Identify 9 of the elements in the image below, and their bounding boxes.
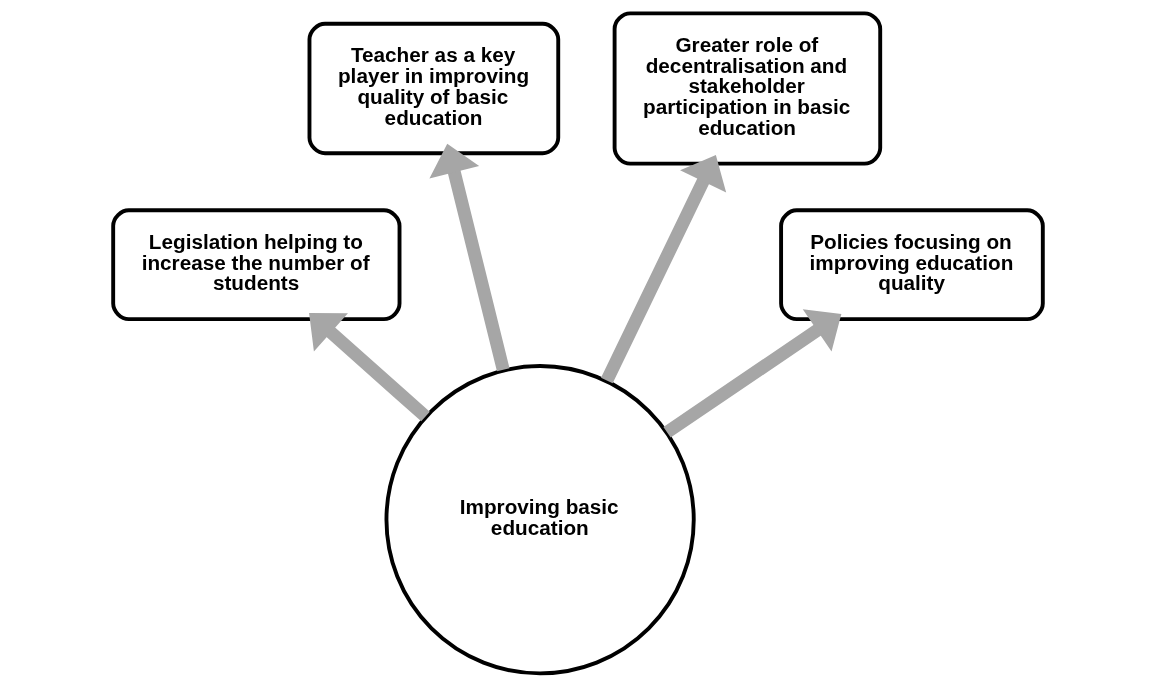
node-box: Policies focusing on improving education quality [779,208,1045,322]
arrow [601,155,727,384]
arrow [663,309,842,438]
node-box: Greater role of decentralisation and stakeholder participation in basic education [612,11,883,166]
arrow [309,312,430,422]
node-box: Teacher as a key player in improving quality of basic education [307,21,561,156]
node-box: Legislation helping to increase the number of students [111,208,402,322]
node-circle: Improving basic education [384,364,696,676]
arrow [429,143,510,372]
